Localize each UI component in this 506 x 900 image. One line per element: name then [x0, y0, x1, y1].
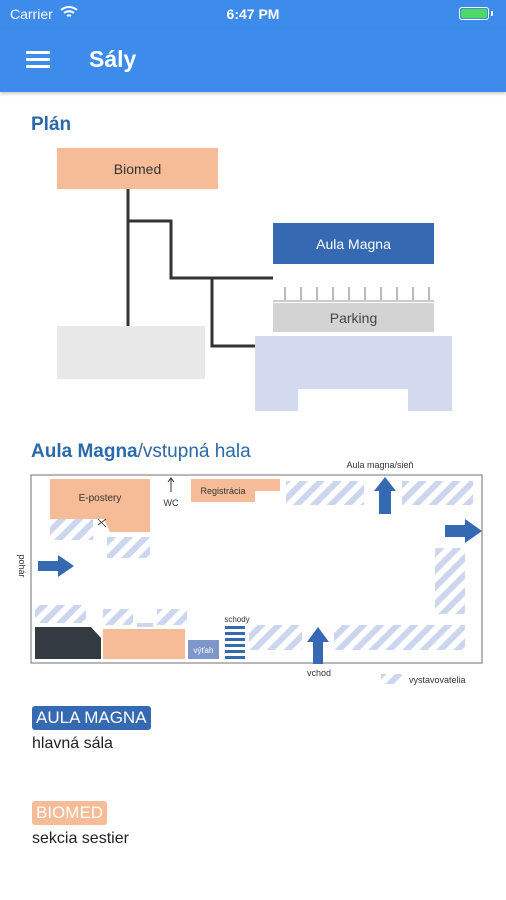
exhibitor-area — [249, 625, 302, 650]
pohar-label: pohár — [17, 554, 27, 577]
status-time: 6:47 PM — [226, 6, 280, 22]
exhibitor-area — [103, 609, 133, 625]
plan-title: Plán — [31, 114, 72, 135]
stairs-icon — [225, 626, 245, 659]
parking-slots — [284, 287, 430, 300]
biomed-badge: BIOMED — [32, 801, 108, 825]
dark-room — [35, 627, 101, 659]
exhibitor-area — [334, 625, 465, 650]
battery-cap — [491, 11, 493, 16]
exhibitor-area — [50, 519, 93, 540]
registration-area — [191, 479, 280, 502]
entrance-right-arrow-icon — [38, 555, 74, 577]
wifi-icon — [60, 6, 78, 17]
plan-paths — [126, 189, 273, 348]
exhibitors-legend-label: vystavovatelia — [409, 675, 466, 685]
parking-label: Parking — [330, 310, 377, 326]
door-icon — [97, 518, 107, 528]
app-bar: Sály — [0, 28, 506, 92]
exhibitor-area — [402, 481, 473, 505]
aula-magna-description: hlavná sála — [32, 735, 113, 752]
page-title: Sály — [89, 46, 137, 72]
menu-button[interactable] — [20, 44, 58, 76]
exit-right-arrow-icon — [445, 519, 482, 543]
biomed-building[interactable]: Biomed — [57, 148, 218, 189]
exhibitor-area — [435, 548, 465, 614]
hamburger-line — [26, 58, 50, 61]
grey-building — [57, 326, 205, 379]
registration-label: Registrácia — [200, 486, 245, 496]
stairs-label: schody — [224, 615, 249, 624]
aula-magna-label: Aula Magna — [316, 236, 391, 252]
elevator-label: výťah — [194, 646, 214, 655]
e-postery-label: E-postery — [79, 493, 122, 504]
aula-magna-sien-label: Aula magna/sieň — [346, 460, 413, 470]
biomed-label: Biomed — [114, 161, 161, 177]
battery-icon — [459, 7, 489, 20]
exhibitor-area — [107, 537, 150, 558]
parking-area[interactable]: Parking — [273, 287, 434, 332]
biomed-description: sekcia sestier — [32, 830, 129, 847]
hamburger-icon — [26, 51, 50, 54]
hall-building — [255, 336, 452, 411]
entrance-up-arrow-icon — [374, 477, 396, 514]
e-postery-area — [50, 479, 150, 532]
main-entrance-arrow-icon — [307, 627, 329, 664]
hamburger-line — [26, 65, 50, 68]
peach-room — [103, 629, 185, 659]
aula-magna-building[interactable]: Aula Magna — [273, 223, 434, 264]
exhibitor-area — [35, 605, 86, 623]
wc-arrow-icon — [167, 477, 175, 492]
exhibitor-area — [157, 609, 187, 625]
carrier-label: Carrier — [10, 6, 53, 22]
aula-magna-badge: AULA MAGNA — [32, 706, 151, 730]
status-bar: Carrier 6:47 PM — [0, 0, 506, 28]
hall-floor-plan: E-postery WC Registrácia Aula magna/sieň… — [17, 460, 483, 685]
entrance-label: vchod — [307, 668, 331, 678]
exhibitor-area — [286, 481, 364, 505]
elevator — [188, 640, 219, 659]
wc-label: WC — [164, 498, 179, 508]
hatch-strip — [137, 623, 153, 627]
hall-title: Aula Magna/vstupná hala — [31, 441, 251, 462]
exhibitors-legend-swatch — [381, 674, 402, 684]
